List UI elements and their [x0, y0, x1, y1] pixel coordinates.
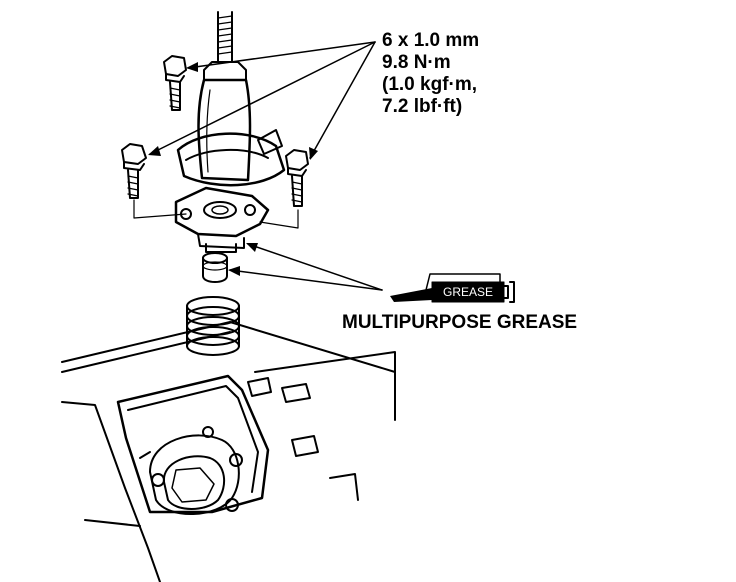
grease-tube-label: GREASE: [442, 285, 493, 299]
grease-arrowheads: [228, 243, 258, 276]
lever-housing: [174, 186, 270, 253]
bolt-left-upper: [163, 55, 187, 111]
return-spring: [186, 296, 240, 356]
pivot-bushing: [202, 252, 228, 283]
grease-callout: MULTIPURPOSE GREASE: [342, 312, 578, 333]
torque-spec-kgf-meters: (1.0 kgf·m,: [382, 74, 478, 95]
grease-tube-icon: [390, 273, 515, 303]
torque-spec-bolt-size: 6 x 1.0 mm: [382, 30, 480, 51]
bolt-right: [285, 149, 309, 207]
shift-lever: [197, 11, 252, 182]
alignment-lines: [133, 199, 299, 229]
torque-spec-newton-meters: 9.8 N·m: [382, 52, 451, 73]
grease-leader-lines: [229, 243, 383, 291]
torque-spec-lbf-feet: 7.2 lbf·ft): [382, 96, 463, 117]
bolt-left-lower: [121, 143, 147, 199]
torque-leader-lines: [149, 41, 376, 159]
torque-arrowheads: [148, 62, 318, 160]
console-panel: [61, 321, 396, 582]
lever-boot-plate: [176, 129, 286, 187]
